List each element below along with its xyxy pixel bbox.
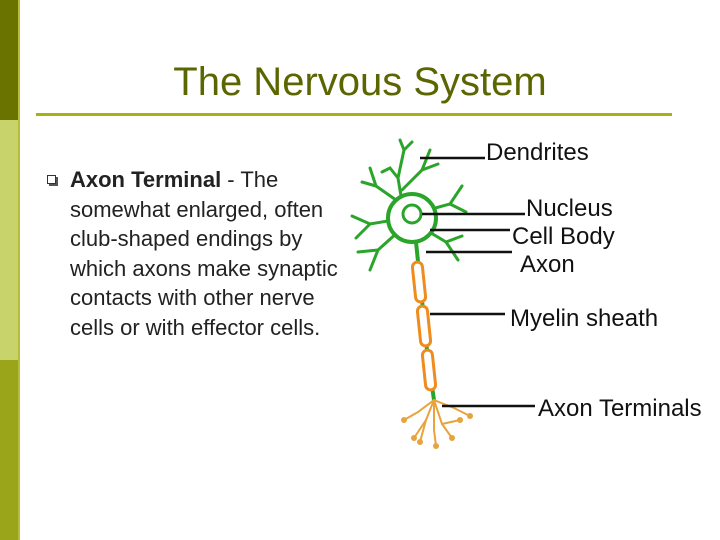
nucleus-shape: [401, 203, 423, 225]
myelin-segment: [410, 260, 428, 304]
myelin-segment: [415, 304, 433, 348]
neuron-diagram: Dendrites Nucleus Cell Body Axon Myelin …: [350, 138, 702, 449]
label-dendrites: Dendrites: [486, 139, 589, 166]
checkbox-bullet-icon: [47, 175, 56, 184]
label-nucleus: Nucleus: [526, 195, 613, 222]
side-bar-divider: [18, 0, 20, 540]
label-myelin-sheath: Myelin sheath: [510, 305, 658, 332]
axon-terminals-shape: [403, 399, 471, 447]
bullet-term: Axon Terminal: [70, 167, 222, 192]
slide-side-bar: [0, 0, 18, 540]
side-bar-segment-middle: [0, 120, 18, 360]
terminal-bulbs: [401, 413, 473, 449]
leader-lines: [420, 156, 535, 408]
label-cell-body: Cell Body: [512, 223, 615, 250]
slide-title: The Nervous System: [173, 60, 547, 104]
axon-shape: [410, 241, 438, 401]
bullet-definition: - The somewhat enlarged, often club-shap…: [70, 167, 338, 340]
label-axon: Axon: [520, 251, 575, 278]
label-axon-terminals: Axon Terminals: [538, 395, 702, 422]
side-bar-segment-bottom: [0, 360, 18, 540]
side-bar-segment-top: [0, 0, 18, 120]
myelin-segment: [420, 348, 438, 392]
title-underline: [36, 113, 672, 116]
bullet-text: Axon Terminal - The somewhat enlarged, o…: [70, 165, 360, 342]
